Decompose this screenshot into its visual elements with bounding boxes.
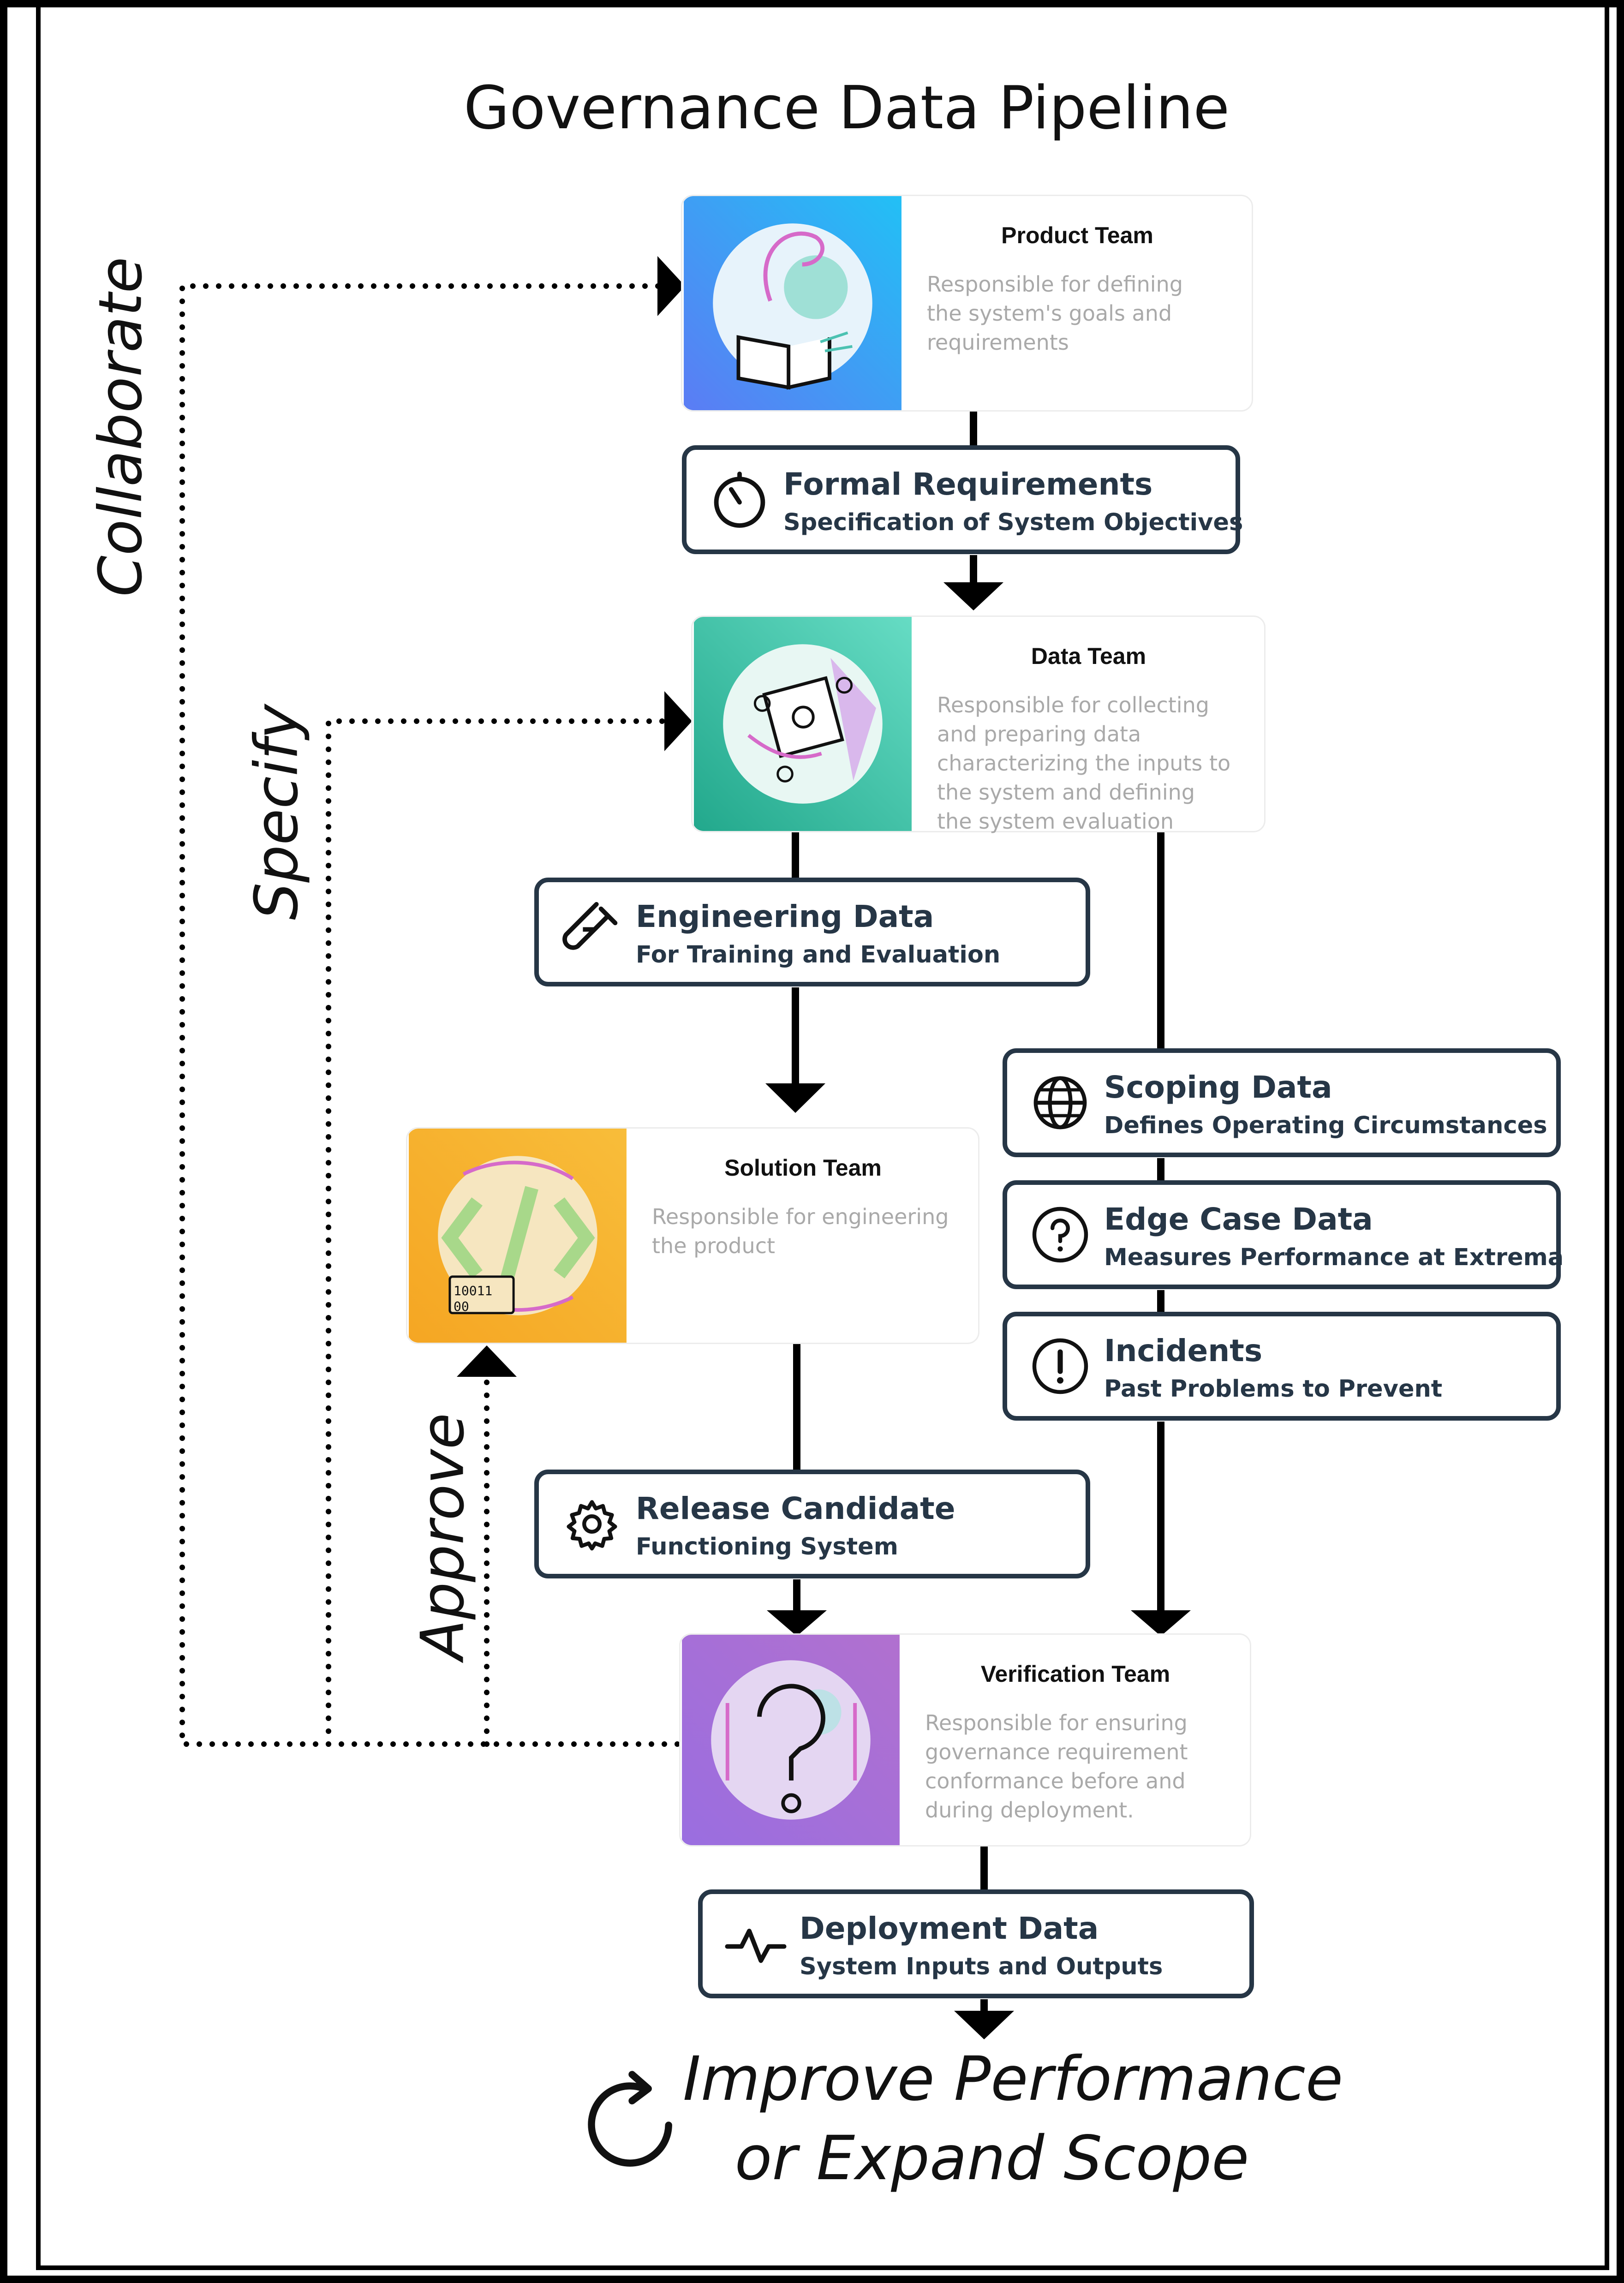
data-team-description: Responsible for collecting and preparing…	[937, 693, 1231, 834]
deployment-data-subtitle: System Inputs and Outputs	[800, 1953, 1163, 1980]
solution-team-illustration: 10011 00	[407, 1129, 628, 1343]
arrowhead-approve	[457, 1345, 517, 1377]
arrowhead-collaborate	[657, 256, 685, 316]
edge-case-data-box: Edge Case Data Measures Performance at E…	[1003, 1180, 1564, 1289]
verification-team-card: Verification Team Responsible for ensuri…	[679, 1633, 1251, 1847]
engineering-data-subtitle: For Training and Evaluation	[636, 941, 1001, 968]
outcome-line-2: or Expand Scope	[734, 2123, 1249, 2194]
verification-team-description: Responsible for ensuring governance requ…	[925, 1710, 1188, 1823]
outcome-text: Improve Performance or Expand Scope	[683, 2039, 1343, 2198]
arrowhead-to-data-team	[943, 582, 1003, 610]
edge-case-data-subtitle: Measures Performance at Extrema	[1104, 1244, 1564, 1271]
verification-team-name: Verification Team	[980, 1661, 1170, 1687]
scoping-data-subtitle: Defines Operating Circumstances	[1104, 1112, 1547, 1139]
arrowhead-specify	[664, 691, 692, 751]
arrowhead-release-to-verification	[767, 1610, 827, 1636]
outcome-line-1: Improve Performance	[683, 2044, 1343, 2115]
data-team-name: Data Team	[1031, 643, 1146, 669]
pulse-icon	[723, 1912, 788, 1976]
data-team-card: Data Team Responsible for collecting and…	[691, 616, 1266, 834]
formal-requirements-box: Formal Requirements Specification of Sys…	[682, 445, 1243, 554]
release-candidate-box: Release Candidate Functioning System	[534, 1470, 1090, 1578]
arrowhead-incidents-to-verification	[1131, 1610, 1191, 1636]
question-circle-icon	[1028, 1202, 1093, 1267]
edge-case-data-title: Edge Case Data	[1104, 1201, 1373, 1237]
collaborate-loop-path	[179, 283, 680, 1747]
release-candidate-title: Release Candidate	[636, 1491, 955, 1526]
formal-requirements-subtitle: Specification of System Objectives	[783, 509, 1243, 536]
deployment-data-box: Deployment Data System Inputs and Output…	[698, 1889, 1254, 1998]
solution-team-binary-text: 10011 00	[454, 1283, 493, 1314]
product-team-name: Product Team	[1001, 222, 1153, 248]
release-candidate-subtitle: Functioning System	[636, 1533, 898, 1560]
test-tube-icon	[560, 900, 624, 964]
specify-loop-path	[326, 718, 669, 1747]
solution-team-name: Solution Team	[724, 1155, 882, 1181]
refresh-icon	[581, 2062, 683, 2178]
scoping-data-box: Scoping Data Defines Operating Circumsta…	[1003, 1048, 1561, 1157]
product-team-description: Responsible for defining the system's go…	[927, 272, 1183, 355]
engineering-data-title: Engineering Data	[636, 899, 934, 934]
inner-border	[36, 0, 1609, 2270]
exclamation-circle-icon	[1028, 1334, 1093, 1398]
collaborate-label: Collaborate	[86, 257, 155, 597]
specify-label: Specify	[242, 704, 311, 920]
gear-icon	[560, 1492, 624, 1556]
diagram-title: Governance Data Pipeline	[463, 74, 1230, 143]
incidents-subtitle: Past Problems to Prevent	[1104, 1375, 1443, 1403]
product-team-illustration	[682, 196, 903, 410]
verification-team-illustration	[681, 1635, 901, 1845]
product-team-card: Product Team Responsible for defining th…	[681, 195, 1253, 412]
solution-team-card: 10011 00 Solution Team Responsible for e…	[406, 1127, 979, 1344]
solution-team-description: Responsible for engineering the product	[652, 1204, 949, 1258]
arrowhead-to-outcome	[954, 2011, 1014, 2039]
scoping-data-title: Scoping Data	[1104, 1070, 1332, 1105]
incidents-box: Incidents Past Problems to Prevent	[1003, 1312, 1561, 1421]
incidents-title: Incidents	[1104, 1333, 1263, 1369]
arrowhead-to-solution-team	[765, 1083, 825, 1113]
data-team-illustration	[693, 617, 913, 831]
engineering-data-box: Engineering Data For Training and Evalua…	[534, 878, 1090, 986]
globe-icon	[1028, 1070, 1093, 1135]
timer-icon	[707, 467, 772, 532]
approve-label: Approve	[408, 1413, 478, 1660]
deployment-data-title: Deployment Data	[800, 1911, 1099, 1946]
formal-requirements-title: Formal Requirements	[783, 466, 1153, 502]
